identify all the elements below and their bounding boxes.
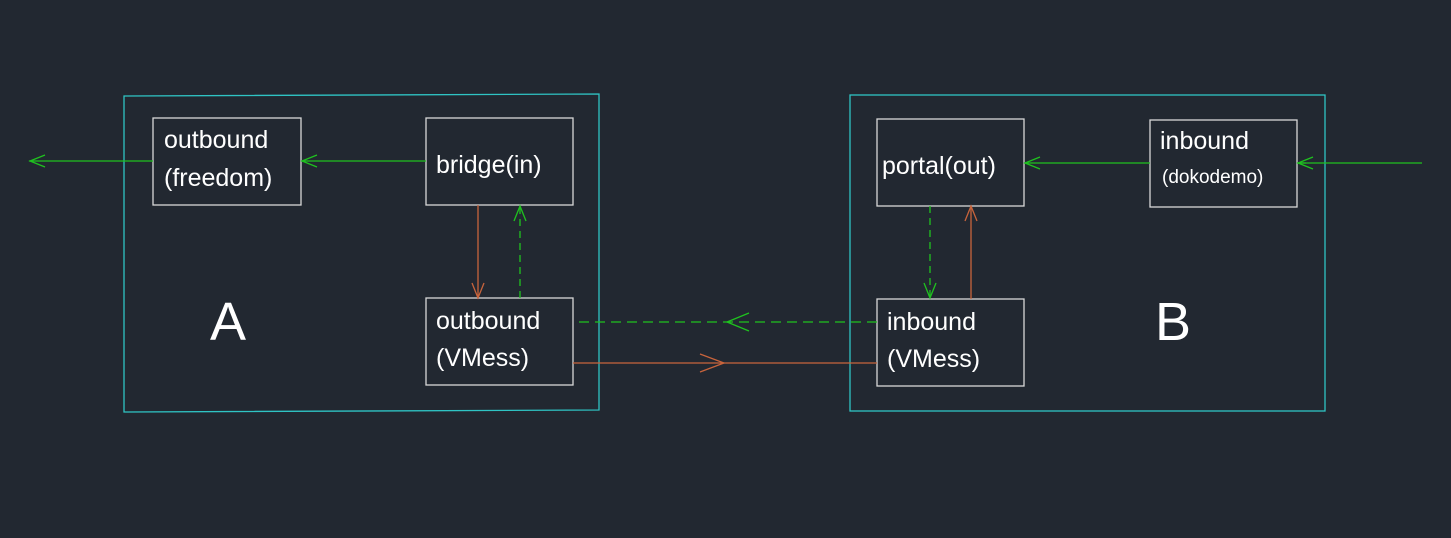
- inbound-vmess-line1: inbound: [887, 308, 976, 336]
- orange-flow-arrows: [471, 204, 978, 373]
- bridge-dashed-arrowhead: [513, 204, 527, 222]
- inbound-vmess-dashed-arrowhead: [923, 282, 937, 300]
- vmess-connection-arrowhead: [699, 353, 726, 373]
- portal-box: portal(out): [876, 118, 1025, 207]
- freedom-arrowhead: [300, 154, 318, 168]
- outbound-vmess-arrowhead: [471, 282, 485, 300]
- portal-up-arrowhead: [964, 204, 978, 222]
- vmess-tunnel-dashed-arrowhead: [725, 312, 750, 332]
- node-b-label: B: [1155, 292, 1191, 352]
- node-b-container: [849, 94, 1326, 412]
- green-dashed-arrows: [513, 204, 937, 332]
- portal-arrowhead: [1023, 156, 1041, 170]
- node-a-container: [123, 93, 600, 413]
- outbound-vmess-line1: outbound: [436, 307, 540, 335]
- outbound-freedom-line2: (freedom): [164, 164, 272, 192]
- inbound-vmess-box: inbound (VMess): [876, 298, 1025, 387]
- outbound-freedom-box: outbound (freedom): [152, 117, 302, 206]
- outbound-vmess-box: outbound (VMess): [425, 297, 574, 386]
- outbound-vmess-line2: (VMess): [436, 344, 529, 372]
- portal-label: portal(out): [882, 152, 996, 180]
- node-a-label: A: [210, 292, 246, 352]
- inbound-vmess-line2: (VMess): [887, 345, 980, 373]
- inbound-dokodemo-box: inbound (dokodemo): [1149, 119, 1298, 208]
- bridge-label: bridge(in): [436, 151, 542, 179]
- inbound-dokodemo-line2: (dokodemo): [1162, 167, 1263, 188]
- outbound-freedom-line1: outbound: [164, 126, 268, 154]
- green-flow-arrows: [28, 154, 1422, 170]
- external-arrowhead: [28, 154, 46, 168]
- bridge-box: bridge(in): [425, 117, 574, 206]
- inbound-dokodemo-line1: inbound: [1160, 127, 1249, 155]
